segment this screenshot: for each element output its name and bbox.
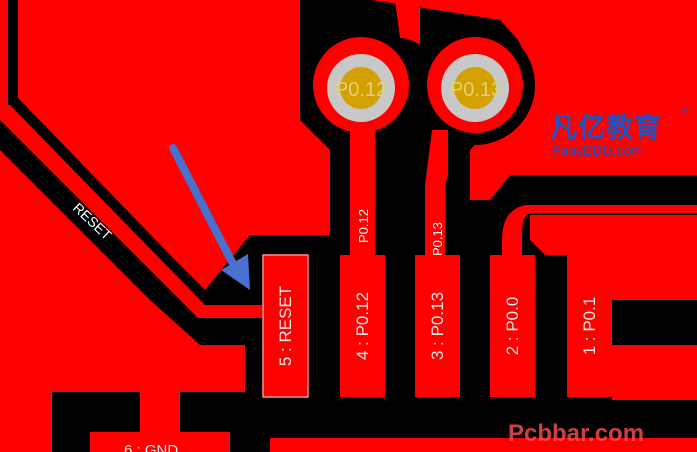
copper-pour-top-right[interactable] [372, 0, 697, 200]
copper-bottom-right[interactable] [270, 438, 697, 452]
pad-label: 1 : P0.1 [580, 297, 599, 356]
p013-trace[interactable] [425, 130, 448, 260]
pad-5-reset[interactable]: 5 : RESET [262, 254, 309, 398]
watermark: Pcbbar.com [508, 420, 645, 447]
via-label: P0.13 [450, 79, 502, 101]
logo-url-text: FanyEDU.com [552, 142, 644, 158]
via-p012[interactable]: P0.12 [301, 25, 421, 145]
copper-bottom-mid[interactable] [140, 392, 180, 432]
copper-pour-center-top[interactable] [395, 0, 420, 45]
p00-trace[interactable] [502, 205, 697, 260]
pad-label: 3 : P0.13 [428, 292, 447, 360]
logo-chinese-text: 凡亿教育 [550, 113, 662, 144]
registered-mark: ® [682, 106, 689, 116]
via-label: P0.12 [335, 79, 387, 101]
p013-trace-label: P0.13 [430, 222, 445, 256]
p012-trace-label: P0.12 [356, 209, 371, 243]
copper-pour-right[interactable] [530, 215, 697, 300]
p012-trace[interactable] [350, 130, 375, 260]
reset-trace[interactable] [0, 105, 262, 318]
via-hole [454, 67, 496, 109]
pad-3-p013[interactable]: 3 : P0.13 [415, 255, 460, 397]
pad-2-p00[interactable]: 2 : P0.0 [490, 255, 535, 397]
via-p013[interactable]: P0.13 [415, 25, 535, 145]
pad-4-p012[interactable]: 4 : P0.12 [340, 255, 385, 397]
pad-label: 5 : RESET [276, 286, 295, 366]
copper-bottom-left[interactable] [0, 392, 52, 452]
bottom-pad-label: 6 : GND [124, 442, 178, 452]
fanyi-logo: 凡亿教育 ® FanyEDU.com [546, 104, 696, 160]
via-hole [340, 67, 382, 109]
copper-pour-left-strip[interactable] [0, 0, 8, 120]
pad-label: 2 : P0.0 [503, 297, 522, 356]
copper-pour-right-lower[interactable] [612, 345, 697, 400]
pad-1-p01[interactable]: 1 : P0.1 [567, 255, 612, 397]
copper-pour-left[interactable] [0, 150, 245, 392]
pad-6-gnd[interactable] [90, 432, 230, 452]
annotation-arrow [169, 144, 250, 290]
pad-label: 4 : P0.12 [353, 292, 372, 360]
